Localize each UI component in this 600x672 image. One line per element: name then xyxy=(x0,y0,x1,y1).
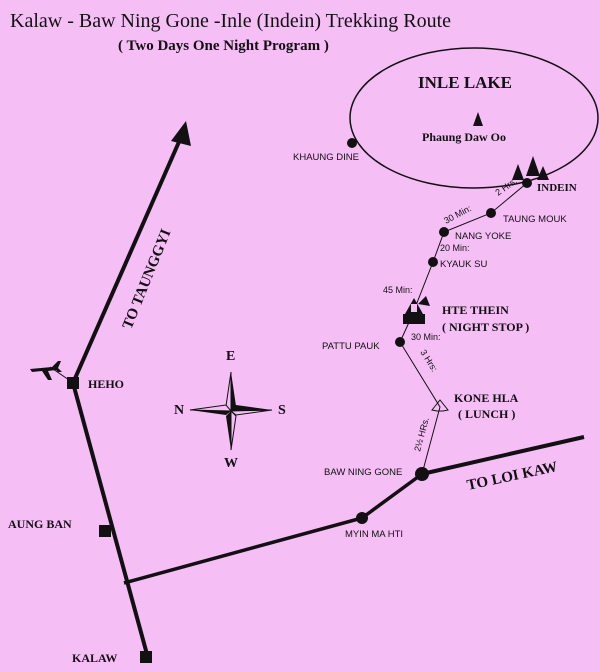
compass-e: E xyxy=(226,349,235,364)
duration-pattupauk-konehla: 3 Hrs: xyxy=(418,348,439,374)
road-kalaw-heho xyxy=(71,382,150,659)
kone-hla-label: KONE HLA xyxy=(454,391,519,405)
kalaw-label: KALAW xyxy=(72,651,117,665)
nang-yoke-dot xyxy=(439,227,449,237)
myin-ma-hti-dot xyxy=(356,512,368,524)
kyauk-su-label: KYAUK SU xyxy=(440,259,487,270)
duration-indein-taungmouk: 2 Hrs. xyxy=(493,176,518,198)
phaung-daw-oo-label: Phaung Daw Oo xyxy=(422,130,506,144)
compass-rose-icon xyxy=(189,371,273,451)
kalaw-marker xyxy=(140,651,152,663)
aung-ban-label: AUNG BAN xyxy=(8,517,72,531)
duration-kyauksu-htethein: 45 Min: xyxy=(383,285,413,295)
nang-yoke-label: NANG YOKE xyxy=(455,231,511,242)
duration-nangyoke-kyauksu: 20 Min: xyxy=(440,243,470,253)
hut-icon xyxy=(431,399,449,412)
night-stop-label: ( NIGHT STOP ) xyxy=(442,320,529,334)
compass-w: W xyxy=(224,456,238,471)
pattu-pauk-dot xyxy=(395,337,405,347)
baw-ning-gone-dot xyxy=(415,467,429,481)
indein-pagoda-icon xyxy=(512,156,549,180)
baw-ning-gone-label: BAW NING GONE xyxy=(324,467,402,478)
map-title: Kalaw - Baw Ning Gone -Inle (Indein) Tre… xyxy=(10,10,452,32)
heho-label: HEHO xyxy=(88,377,124,391)
heho-marker xyxy=(67,377,79,389)
hte-thein-label: HTE THEIN xyxy=(442,303,509,317)
compass-s: S xyxy=(278,403,286,418)
myin-ma-hti-label: MYIN MA HTI xyxy=(345,529,403,540)
inle-lake-label: INLE LAKE xyxy=(418,73,512,92)
airplane-icon xyxy=(30,361,62,380)
kyauk-su-dot xyxy=(428,257,438,267)
taunggyi-arrow-icon xyxy=(171,121,191,146)
indein-dot xyxy=(522,178,532,188)
khaung-dine-label: KHAUNG DINE xyxy=(293,152,359,163)
taung-mouk-label: TAUNG MOUK xyxy=(503,214,567,225)
lunch-label: ( LUNCH ) xyxy=(458,407,515,421)
to-loi-kaw-label: TO LOI KAW xyxy=(466,459,560,494)
duration-konehla-bawninggone: 2½ HRs. xyxy=(412,416,431,452)
aung-ban-marker xyxy=(99,525,111,537)
indein-label: INDEIN xyxy=(537,182,577,194)
road-to-loi-kaw xyxy=(421,435,585,476)
inle-lake xyxy=(349,47,599,189)
trekking-path xyxy=(399,182,528,475)
duration-htethein-pattupauk: 30 Min: xyxy=(411,332,441,342)
pagoda-icon xyxy=(473,112,483,126)
compass-n: N xyxy=(174,403,184,418)
to-taunggyi-label: TO TAUNGGYI xyxy=(120,227,175,332)
pattu-pauk-label: PATTU PAUK xyxy=(322,341,380,352)
road-heho-taunggyi xyxy=(71,134,184,384)
map-subtitle: ( Two Days One Night Program ) xyxy=(118,38,329,54)
taung-mouk-dot xyxy=(486,208,496,218)
khaung-dine-dot xyxy=(347,138,357,148)
monastery-icon xyxy=(403,296,430,324)
